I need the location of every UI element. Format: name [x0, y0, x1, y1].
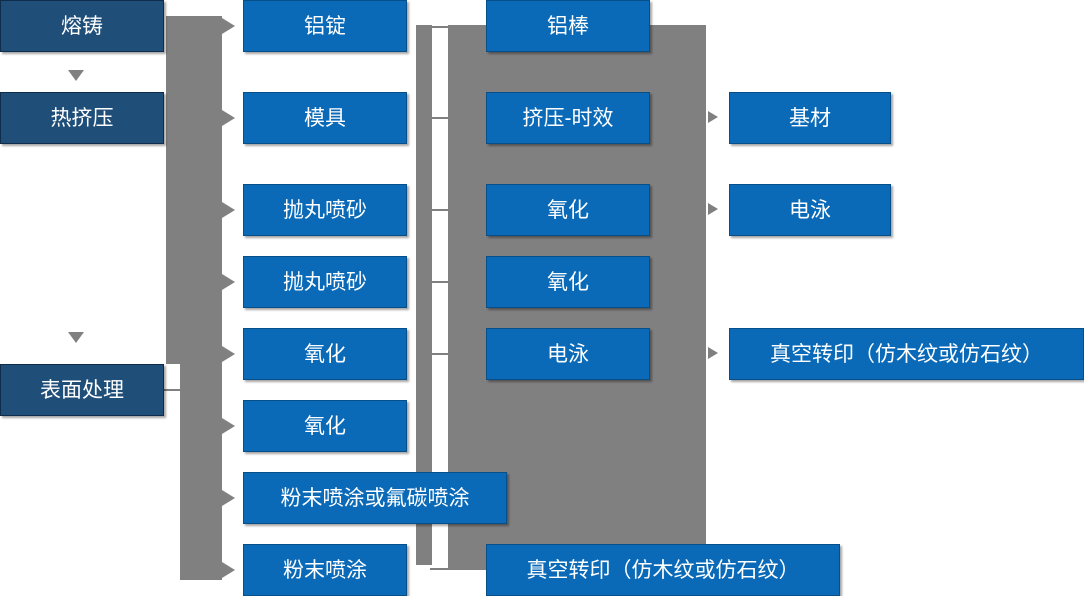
node-box-powder-spray[interactable]: 粉末喷涂	[243, 544, 407, 596]
bracket-tick-2	[430, 117, 450, 119]
stage-label-melt-cast: 熔铸	[61, 14, 103, 38]
arrow-to-electrophoresis-output	[708, 203, 718, 215]
arrow-to-shot-blasting-1	[222, 202, 235, 218]
node-box-electrophoresis-1[interactable]: 电泳	[486, 328, 650, 380]
node-box-oxidation-1[interactable]: 氧化	[243, 328, 407, 380]
arrow-to-aluminum-ingot	[222, 18, 235, 34]
node-box-shot-blasting-1[interactable]: 抛丸喷砂	[243, 184, 407, 236]
arrow-to-powder-or-fluoro	[222, 490, 235, 506]
bracket-tick-5	[430, 353, 450, 355]
node-box-powder-or-fluorocarbon-spray[interactable]: 粉末喷涂或氟碳喷涂	[243, 472, 507, 524]
node-label-vacuum-transfer-bottom: 真空转印（仿木纹或仿石纹）	[526, 558, 800, 582]
node-box-extrusion-aging[interactable]: 挤压-时效	[486, 92, 650, 144]
stage-down-arrow-icon	[68, 70, 84, 81]
node-box-electrophoresis-2[interactable]: 电泳	[729, 184, 891, 236]
node-label-oxidation-4: 氧化	[547, 270, 589, 294]
node-label-extrusion-aging: 挤压-时效	[522, 106, 614, 130]
bracket-tick-4	[430, 281, 450, 283]
node-box-aluminum-bar[interactable]: 铝棒	[486, 0, 650, 52]
arrow-to-powder-spray	[222, 562, 235, 578]
node-label-aluminum-bar: 铝棒	[547, 14, 589, 38]
node-label-vacuum-transfer-right: 真空转印（仿木纹或仿石纹）	[770, 342, 1043, 366]
node-label-oxidation-1: 氧化	[304, 342, 346, 366]
node-box-aluminum-ingot[interactable]: 铝锭	[243, 0, 407, 52]
node-box-vacuum-transfer-right[interactable]: 真空转印（仿木纹或仿石纹）	[729, 328, 1084, 380]
arrow-to-oxidation-2	[222, 418, 235, 434]
node-label-shot-blasting-2: 抛丸喷砂	[283, 270, 367, 294]
connector-notch-left-fill	[166, 16, 180, 364]
node-label-shot-blasting-1: 抛丸喷砂	[283, 198, 367, 222]
stage-label-surface-treatment: 表面处理	[40, 378, 124, 402]
node-box-shot-blasting-2[interactable]: 抛丸喷砂	[243, 256, 407, 308]
stage-down-arrow-icon-2	[68, 332, 84, 343]
node-label-mold: 模具	[304, 106, 346, 130]
connector-bar-narrow	[416, 25, 432, 565]
node-label-electrophoresis-1: 电泳	[547, 342, 589, 366]
arrow-to-shot-blasting-2	[222, 274, 235, 290]
arrow-to-mold	[222, 110, 235, 126]
node-label-powder-spray: 粉末喷涂	[283, 558, 367, 582]
stage-box-surface-treatment[interactable]: 表面处理	[0, 364, 164, 416]
node-label-powder-or-fluorocarbon-spray: 粉末喷涂或氟碳喷涂	[280, 486, 470, 510]
node-box-oxidation-3[interactable]: 氧化	[486, 184, 650, 236]
node-label-base-material: 基材	[789, 106, 831, 130]
node-box-base-material[interactable]: 基材	[729, 92, 891, 144]
bracket-tick-1	[430, 26, 450, 28]
node-label-oxidation-2: 氧化	[304, 414, 346, 438]
node-box-vacuum-transfer-bottom[interactable]: 真空转印（仿木纹或仿石纹）	[486, 544, 840, 596]
stage-box-melt-cast[interactable]: 熔铸	[0, 0, 164, 52]
node-box-oxidation-4[interactable]: 氧化	[486, 256, 650, 308]
node-label-oxidation-3: 氧化	[547, 198, 589, 222]
arrow-to-oxidation-1	[222, 346, 235, 362]
bracket-tick-6	[430, 568, 450, 570]
connector-notch-left-gap	[166, 364, 180, 580]
bracket-tick-3	[430, 209, 450, 211]
connector-surface-treatment-stub	[164, 389, 182, 391]
arrow-to-base-material	[708, 111, 718, 123]
arrow-to-vacuum-transfer-right	[708, 347, 718, 359]
stage-label-hot-extrusion: 热挤压	[50, 106, 114, 130]
stage-box-hot-extrusion[interactable]: 热挤压	[0, 92, 164, 144]
node-label-electrophoresis-2: 电泳	[789, 198, 831, 222]
node-label-aluminum-ingot: 铝锭	[304, 14, 346, 38]
node-box-mold[interactable]: 模具	[243, 92, 407, 144]
node-box-oxidation-2[interactable]: 氧化	[243, 400, 407, 452]
